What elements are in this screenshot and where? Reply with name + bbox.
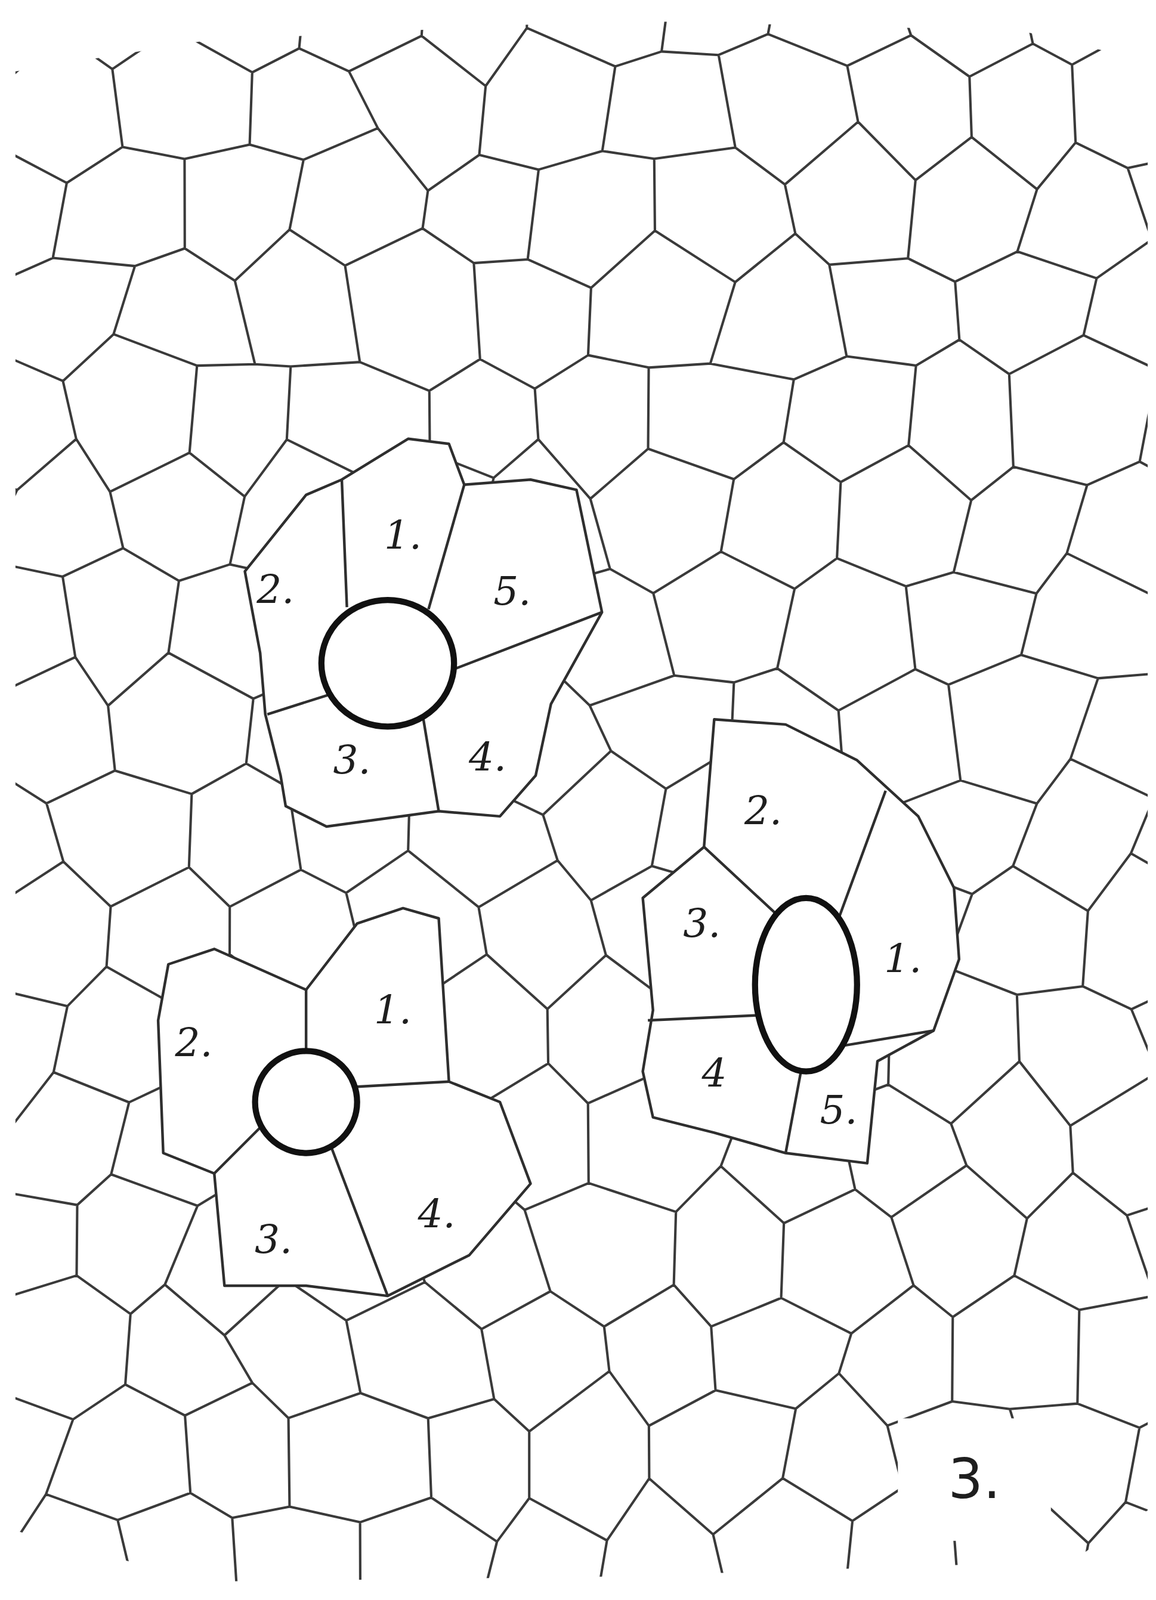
callout-number: 4	[701, 1054, 727, 1094]
stomata	[255, 600, 858, 1154]
callout-number: 4.	[468, 737, 507, 778]
callout-number: 2.	[256, 570, 295, 610]
cell-outline	[158, 908, 531, 1297]
stoma	[255, 1051, 358, 1154]
stoma	[755, 898, 858, 1072]
callout-number: 2.	[744, 791, 782, 831]
callout-number: 4.	[418, 1194, 456, 1235]
cell-outline	[245, 439, 603, 827]
figure-number: 3.	[948, 1452, 1001, 1508]
cell-outline	[643, 719, 960, 1164]
cell-wall	[647, 790, 934, 1154]
subsidiary-cells	[158, 439, 960, 1297]
callout-number: 3.	[333, 740, 372, 781]
callout-number: 5.	[820, 1090, 858, 1131]
callout-number: 3.	[682, 904, 721, 944]
callout-number: 1.	[374, 990, 412, 1031]
callout-number: 5.	[493, 572, 531, 612]
cell-wall	[267, 479, 602, 812]
callout-number: 3.	[254, 1220, 293, 1260]
callout-number: 1.	[884, 939, 922, 979]
callout-number: 2.	[175, 1023, 213, 1063]
stoma	[321, 600, 454, 727]
cell-wall	[214, 990, 449, 1297]
callout-number: 1.	[384, 515, 422, 556]
